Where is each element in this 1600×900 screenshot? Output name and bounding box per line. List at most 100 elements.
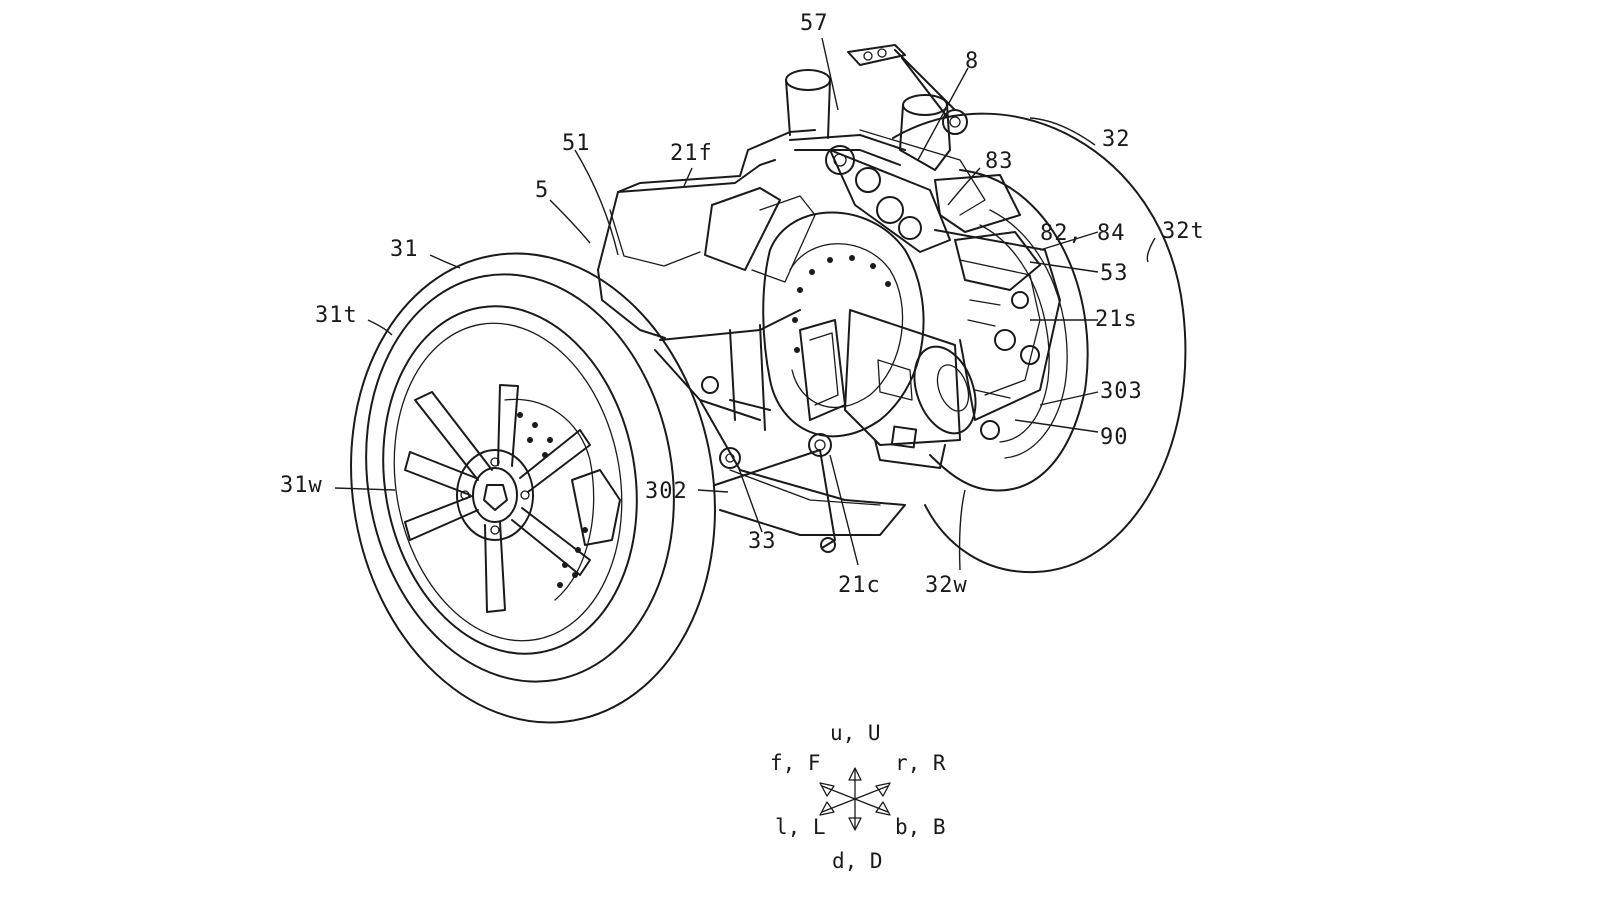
frame-box-inner <box>609 209 701 267</box>
direction-indicator: u, U f, F r, R l, L b, B d, D <box>770 721 946 873</box>
right-rim-edge <box>989 209 1068 459</box>
direction-up-label: u, U <box>830 721 881 745</box>
label-53: 53 <box>1100 261 1129 286</box>
direction-left-label: l, L <box>775 815 826 839</box>
disc-holes <box>792 255 891 353</box>
bolt-a <box>994 329 1016 351</box>
label-21s: 21s <box>1095 307 1138 332</box>
housing-rib <box>967 299 1011 399</box>
frame-box-front <box>597 159 776 271</box>
lug-2 <box>520 490 530 500</box>
direction-arrows-icon <box>819 767 891 831</box>
frame-box-side <box>597 269 666 339</box>
center-unit <box>762 174 1061 469</box>
link-plate <box>829 149 951 253</box>
knuckle-body <box>899 104 951 171</box>
steering-arm <box>847 44 906 66</box>
left-tire-inner <box>365 273 675 683</box>
label-21f: 21f <box>670 141 713 166</box>
lower-pivot <box>820 537 836 553</box>
direction-back-label: b, B <box>895 815 946 839</box>
label-31t: 31t <box>315 303 358 328</box>
label-32: 32 <box>1102 127 1131 152</box>
joint-8 <box>942 109 968 135</box>
right-rim-edge-2 <box>979 224 1050 443</box>
hub-inner <box>472 467 518 523</box>
left-wheel <box>350 252 716 724</box>
motor-cap <box>913 345 977 435</box>
motor-connector <box>890 425 918 449</box>
mount-33 <box>719 447 741 469</box>
label-21c: 21c <box>838 573 881 598</box>
reference-labels: 57 8 21f 32 51 83 5 32t 82, 84 31 53 31t… <box>280 11 1205 598</box>
direction-right-label: r, R <box>895 751 946 775</box>
wheel-spokes <box>404 384 591 613</box>
label-5: 5 <box>535 178 549 203</box>
right-tire-inner <box>929 169 1089 492</box>
upper-arm <box>789 134 906 166</box>
bracket-21c-inner <box>809 332 839 406</box>
arm-hole-2 <box>877 48 887 58</box>
joint-8-inner <box>949 116 961 128</box>
label-31w: 31w <box>280 473 323 498</box>
lower-arm-plate-2 <box>729 469 881 506</box>
caliper <box>571 469 621 546</box>
head-pipe-top <box>785 69 831 91</box>
body-frame <box>597 129 816 339</box>
right-wheel <box>892 112 1187 574</box>
joint-b <box>876 196 904 224</box>
arm-hole-1 <box>863 51 873 61</box>
label-32w: 32w <box>925 573 968 598</box>
lug-1 <box>490 457 500 467</box>
direction-front-label: f, F <box>770 751 821 775</box>
motor-box <box>877 359 913 401</box>
upper-linkage <box>785 44 986 253</box>
brake-disc-31 <box>504 398 595 601</box>
bracket-82-84 <box>954 231 1041 291</box>
bracket-21c <box>799 319 846 421</box>
label-31: 31 <box>390 237 419 262</box>
label-82-84: 82, 84 <box>1040 221 1125 246</box>
frame-bracket <box>704 187 781 271</box>
hub-center <box>483 484 508 511</box>
frame-box-top <box>617 129 816 193</box>
disc-plate <box>762 211 925 438</box>
left-rim-outer <box>382 305 638 655</box>
bolt-b <box>1020 345 1040 365</box>
bracket-pin-inner <box>814 439 826 451</box>
label-303: 303 <box>1100 379 1143 404</box>
left-tire-outline <box>350 252 716 724</box>
leader-lines <box>334 37 1156 571</box>
hub <box>456 449 534 541</box>
motor-body <box>844 309 961 446</box>
lug-4 <box>460 490 470 500</box>
label-32t: 32t <box>1162 219 1205 244</box>
label-90: 90 <box>1100 425 1129 450</box>
label-57: 57 <box>800 11 829 36</box>
brake-disc-holes <box>517 412 588 588</box>
motor-cap-inner <box>936 364 970 412</box>
lug-3 <box>490 525 500 535</box>
label-83: 83 <box>985 149 1014 174</box>
mount-33-inner <box>725 453 735 463</box>
link-plate-2 <box>859 129 986 216</box>
bolt-d <box>980 420 1000 440</box>
joint-a <box>855 167 881 193</box>
bolt-c <box>1011 291 1029 309</box>
vertical-column <box>729 324 771 431</box>
support-302 <box>714 449 836 549</box>
knuckle-top <box>902 94 948 116</box>
housing-21s-inner <box>959 259 1041 396</box>
label-8: 8 <box>965 49 979 74</box>
left-rim-inner <box>393 322 623 642</box>
head-pipe <box>785 79 831 139</box>
motor-base <box>874 439 946 469</box>
joint-c <box>898 216 922 240</box>
disc-plate-inner <box>789 243 904 409</box>
right-tire-outline <box>892 112 1187 574</box>
label-51: 51 <box>562 131 591 156</box>
lower-bolt <box>701 376 719 394</box>
lower-arm <box>654 309 906 553</box>
side-bracket-83 <box>934 174 1021 233</box>
